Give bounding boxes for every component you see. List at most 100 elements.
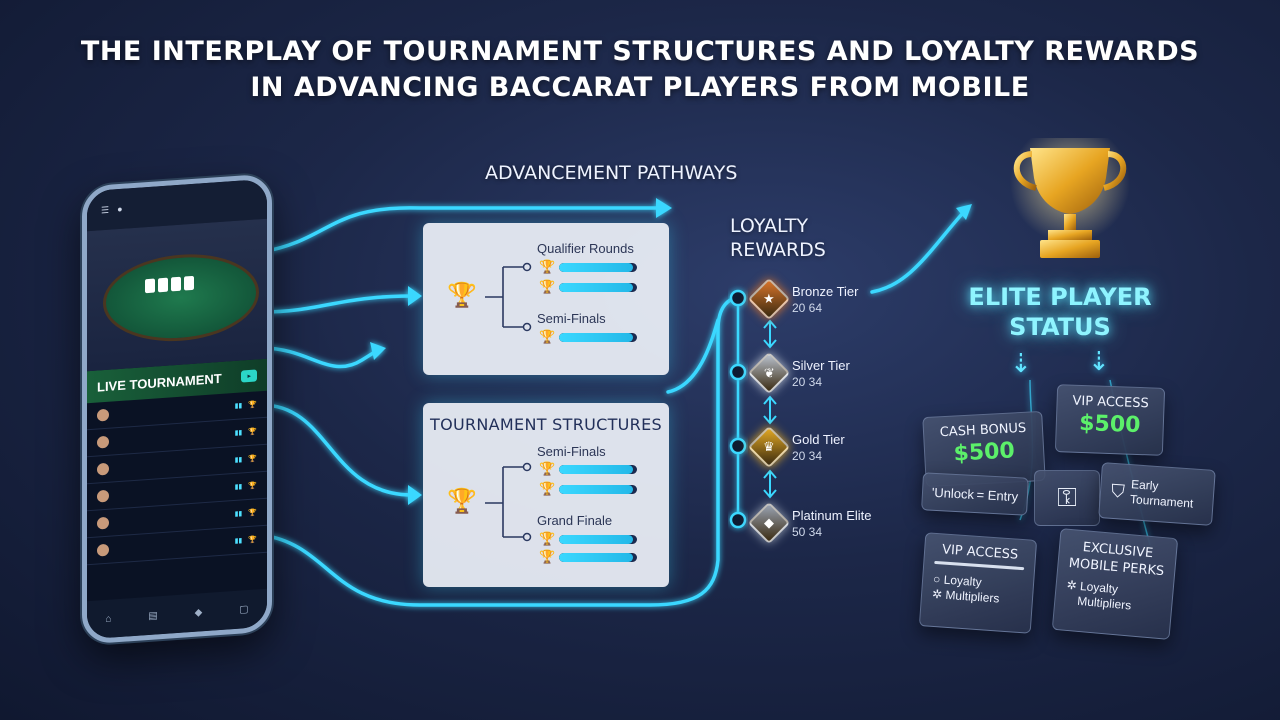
- qualifier-bracket-lines: [485, 262, 532, 332]
- table-felt: [103, 249, 259, 347]
- trophy-icon: 🏆: [539, 481, 556, 496]
- updown-arrow-1: [763, 319, 777, 349]
- trophy-icon: 🏆: [447, 282, 477, 309]
- tournament-structures-title: TOURNAMENT STRUCTURES: [430, 415, 662, 434]
- elite-line-2: STATUS: [1009, 313, 1111, 341]
- trophy-icon: 🏆: [539, 329, 556, 344]
- playing-card: [184, 275, 194, 291]
- tier-sub: 20 64: [792, 301, 823, 315]
- trophy-icon: 🏆: [539, 279, 556, 294]
- arrow-down-icon: ⇣: [1010, 348, 1032, 378]
- title-line-2: IN ADVANCING BACCARAT PLAYERS FROM MOBIL…: [250, 72, 1030, 103]
- progress-bar: [559, 283, 637, 292]
- phone-baccarat-table: [87, 218, 267, 372]
- playing-card: [145, 278, 155, 294]
- trophy-icon: 🏆: [539, 549, 556, 564]
- avatar: [97, 435, 109, 449]
- avatar: [97, 408, 109, 422]
- multipliers-text: Multipliers: [945, 587, 1000, 606]
- progress-bar: [559, 263, 637, 272]
- node-platinum: [729, 511, 747, 529]
- arrowhead-top: [656, 198, 672, 218]
- grand-finale-label: Grand Finale: [537, 513, 613, 528]
- progress-bar: [559, 553, 637, 562]
- loyalty-heading-line-1: LOYALTY: [730, 215, 809, 237]
- progress-bar: [559, 333, 637, 342]
- progress-bar: [559, 465, 637, 474]
- join-button[interactable]: ▸: [241, 369, 257, 383]
- playing-card: [158, 277, 168, 293]
- tier-name: Platinum Elite: [792, 508, 872, 523]
- arrowhead-trophy: [956, 204, 972, 220]
- trophy-icon: 🏆: [248, 536, 257, 545]
- trophy-icon: 🏆: [248, 401, 257, 410]
- node-gold: [729, 437, 747, 455]
- vip-access-loyalty-card: VIP ACCESS ○ Loyalty ✲ Multipliers: [918, 532, 1038, 634]
- loyalty-heading-line-2: REWARDS: [730, 239, 826, 261]
- avatar: [97, 543, 109, 557]
- updown-arrow-3: [763, 469, 777, 499]
- progress-bar: [559, 485, 637, 494]
- unlock-entry-text: 'Unlock = Entry: [931, 484, 1019, 504]
- progress-bar: [559, 535, 637, 544]
- stats-icon[interactable]: ▤: [148, 609, 158, 622]
- gold-tier-label: Gold Tier 20 34: [792, 432, 845, 464]
- gem-icon: ◆: [764, 515, 774, 530]
- trophy-icon: 🏆: [248, 482, 257, 491]
- arrowhead-mid: [370, 342, 386, 360]
- phone-bottom-nav: ⌂ ▤ ◆ ▢: [87, 588, 267, 640]
- qualifier-panel: 🏆 Qualifier Rounds 🏆 🏆 Semi-Finals 🏆: [423, 223, 669, 375]
- avatar: [97, 462, 109, 476]
- profile-icon[interactable]: ▢: [239, 603, 249, 616]
- tournament-structures-panel: TOURNAMENT STRUCTURES 🏆 Semi-Finals 🏆 🏆 …: [423, 403, 669, 587]
- elite-player-status: ELITE PLAYER STATUS: [940, 282, 1180, 342]
- qualifier-rounds-label: Qualifier Rounds: [537, 241, 634, 256]
- tier-sub: 20 34: [792, 449, 823, 463]
- unlock-entry-card: 'Unlock = Entry: [921, 472, 1029, 516]
- avatar: [97, 489, 109, 503]
- loyalty-heading: LOYALTY REWARDS: [730, 214, 826, 262]
- trophy-icon: 🏆: [248, 455, 257, 464]
- early-line-2: Tournament: [1129, 492, 1194, 511]
- vip-access-title: VIP ACCESS: [1072, 393, 1149, 412]
- trophy-icon: 🏆: [539, 259, 556, 274]
- node-bronze: [729, 289, 747, 307]
- home-icon[interactable]: ⌂: [105, 613, 112, 625]
- avatar: [97, 516, 109, 530]
- updown-arrow-2: [763, 395, 777, 425]
- page-title: THE INTERPLAY OF TOURNAMENT STRUCTURES A…: [0, 34, 1280, 106]
- trophy-icon: 🏆: [447, 488, 477, 515]
- trophy-icon: 🏆: [539, 461, 556, 476]
- elite-line-1: ELITE PLAYER: [968, 283, 1152, 311]
- trophy-icon: 🏆: [248, 509, 257, 518]
- cash-bonus-amount: $500: [952, 438, 1016, 467]
- phone-avatar-icon: ●: [117, 203, 123, 215]
- arrowhead-upper: [408, 286, 422, 306]
- arrowhead-lower: [408, 485, 422, 505]
- silver-tier-label: Silver Tier 20 34: [792, 358, 850, 390]
- exclusive-mobile-perks-card: EXCLUSIVE MOBILE PERKS ✲ Loyalty Multipl…: [1051, 528, 1179, 640]
- gold-trophy-icon: [1010, 138, 1130, 258]
- tier-name: Silver Tier: [792, 358, 850, 373]
- tier-sub: 50 34: [792, 525, 823, 539]
- crown-icon: ♛: [763, 439, 775, 454]
- arrow-down-icon: ⇣: [1088, 346, 1110, 376]
- lock-icon: ⛉: [1110, 480, 1126, 502]
- tier-sub: 20 34: [792, 375, 823, 389]
- playing-card: [171, 276, 181, 292]
- tier-name: Bronze Tier: [792, 284, 859, 299]
- early-tournament-card: ⛉ Early Tournament: [1098, 462, 1216, 526]
- trophy-icon: 🏆: [539, 531, 556, 546]
- wing-icon: ❦: [763, 365, 775, 380]
- star-icon: ★: [763, 291, 775, 306]
- pathways-heading: ADVANCEMENT PATHWAYS: [485, 162, 738, 184]
- flow-line-upper: [260, 294, 414, 314]
- structures-bracket-lines: [485, 462, 532, 542]
- tournament-nav-icon[interactable]: ◆: [194, 606, 203, 619]
- flow-line-to-trophy: [870, 212, 964, 294]
- flow-line-mid: [260, 346, 380, 369]
- platinum-tier-label: Platinum Elite 50 34: [792, 508, 871, 540]
- vip-access-card: VIP ACCESS $500: [1054, 384, 1166, 456]
- title-line-1: THE INTERPLAY OF TOURNAMENT STRUCTURES A…: [80, 36, 1200, 67]
- flow-line-bottom: [260, 296, 740, 607]
